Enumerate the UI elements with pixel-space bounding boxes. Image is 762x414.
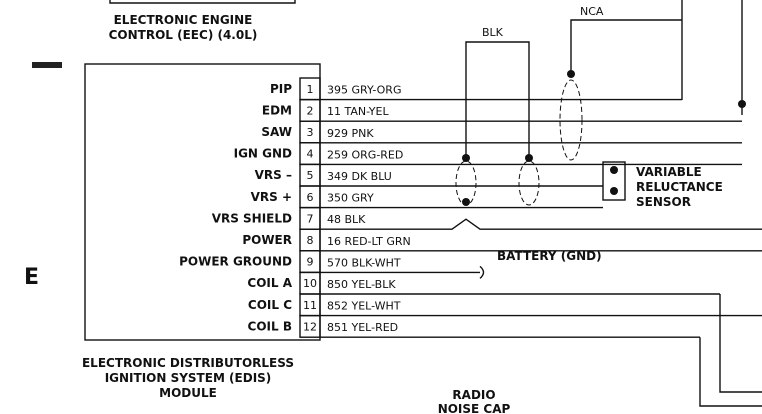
eec-title-line-2: CONTROL (EEC) (4.0L) [109, 28, 258, 42]
blk-label: BLK [482, 26, 504, 39]
pin-number-coil-c: 11 [303, 299, 317, 312]
splice-dot-blk-right [525, 154, 533, 162]
wire-vrs-shield [320, 218, 762, 230]
marker-bar [32, 62, 62, 68]
wire-label-vrs-minus: 349 DK BLU [327, 170, 392, 183]
pin-number-pip: 1 [307, 83, 314, 96]
battery-label: BATTERY (GND) [497, 249, 602, 263]
radio-label-line-2: NOISE CAP [438, 402, 511, 414]
wire-label-power: 16 RED-LT GRN [327, 235, 411, 248]
pin-name-coil-b: COIL B [248, 319, 292, 333]
pin-name-vrs-shield: VRS SHIELD [212, 211, 292, 225]
shield-right [518, 160, 540, 206]
pin-name-vrs-minus: VRS – [255, 168, 292, 182]
eec-title-line-1: ELECTRONIC ENGINE [114, 13, 253, 27]
wire-label-pip: 395 GRY-ORG [327, 84, 401, 97]
pin-number-vrs-shield: 7 [307, 212, 314, 225]
pin-name-vrs-plus: VRS + [251, 190, 292, 204]
vrs-sensor-connector [602, 161, 626, 201]
wire-label-power-ground: 570 BLK-WHT [327, 256, 401, 269]
pin-name-edm: EDM [262, 103, 292, 117]
wire-label-saw: 929 PNK [327, 127, 374, 140]
module-title-line-3: MODULE [159, 386, 217, 400]
pin-name-power-ground: POWER GROUND [179, 255, 292, 269]
wire-coil-a-drop [719, 294, 762, 393]
nca-wire [570, 19, 682, 74]
blk-bracket [465, 41, 530, 158]
pin-number-edm: 2 [307, 104, 314, 117]
module-title-line-2: IGNITION SYSTEM (EDIS) [105, 371, 272, 385]
splice-dot-blk-left [462, 154, 470, 162]
pin-name-power: POWER [242, 233, 292, 247]
wire-label-vrs-plus: 350 GRY [327, 192, 374, 205]
wire-label-coil-a: 850 YEL-BLK [327, 278, 396, 291]
wire-label-ign-gnd: 259 ORG-RED [327, 148, 403, 161]
radio-label-line-1: RADIO [452, 388, 495, 402]
pin-number-vrs-plus: 6 [307, 191, 314, 204]
pin-number-ign-gnd: 4 [307, 148, 314, 161]
eec-box-edge [109, 0, 296, 4]
module-title-line-1: ELECTRONIC DISTRIBUTORLESS [82, 356, 294, 370]
wire-label-coil-b: 851 YEL-RED [327, 321, 398, 334]
pin-number-saw: 3 [307, 126, 314, 139]
pin-number-coil-b: 12 [303, 320, 317, 333]
sensor-label-line-1: VARIABLE [636, 165, 702, 179]
sensor-label-line-2: RELUCTANCE [636, 180, 723, 194]
wire-label-coil-c: 852 YEL-WHT [327, 300, 401, 313]
section-letter: E [24, 265, 39, 290]
vrs-pin-1 [610, 166, 618, 174]
pin-name-saw: SAW [261, 125, 292, 139]
pin-name-coil-c: COIL C [248, 298, 292, 312]
pin-number-coil-a: 10 [303, 277, 317, 290]
wire-label-vrs-shield: 48 BLK [327, 213, 366, 226]
wire-coil-b-drop [699, 337, 762, 407]
shield-top [559, 79, 583, 161]
sensor-label-line-3: SENSOR [636, 195, 691, 209]
pin-number-vrs-minus: 5 [307, 169, 314, 182]
nca-label: NCA [580, 5, 604, 18]
pin-name-pip: PIP [270, 82, 292, 96]
pin-name-coil-a: COIL A [247, 276, 292, 290]
splice-dot-edm [738, 100, 746, 108]
connector-pins: 1 PIP 395 GRY-ORG 2 EDM 11 TAN-YEL 3 SAW 929 PNK… [179, 77, 762, 407]
pin-number-power: 8 [307, 234, 314, 247]
pin-name-ign-gnd: IGN GND [234, 147, 292, 161]
vrs-pin-2 [610, 187, 618, 195]
wire-label-edm: 11 TAN-YEL [327, 105, 389, 118]
splice-dot-shield [462, 198, 470, 206]
pin-box-coil-b [299, 314, 321, 338]
pin-number-power-ground: 9 [307, 256, 314, 269]
battery-ground-symbol [479, 265, 485, 279]
splice-dot-nca [567, 70, 575, 78]
